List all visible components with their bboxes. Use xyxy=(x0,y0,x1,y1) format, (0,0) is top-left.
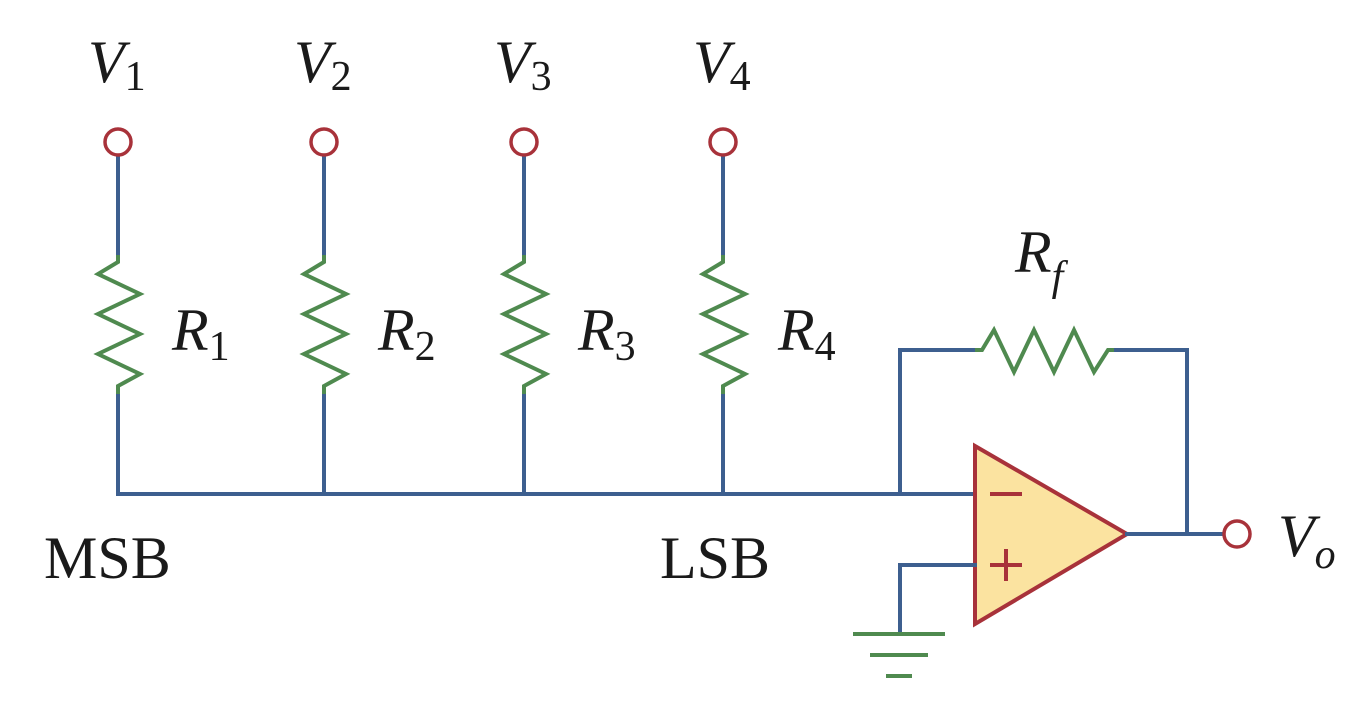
input-branch-1: V1 R1 xyxy=(88,29,230,496)
resistor-r4 xyxy=(698,255,750,396)
label-v1: V1 xyxy=(88,29,146,100)
label-vo: Vo xyxy=(1278,503,1336,578)
label-r4: R4 xyxy=(777,297,836,370)
input-branch-2: V2 R2 xyxy=(294,29,436,496)
resistor-r3 xyxy=(499,255,551,396)
label-v2: V2 xyxy=(294,29,352,100)
label-rf: Rf xyxy=(1014,219,1069,300)
resistor-r1 xyxy=(93,255,145,396)
terminal-v4 xyxy=(708,127,738,157)
resistor-r2 xyxy=(299,255,351,396)
terminal-vo xyxy=(1222,519,1252,549)
input-branch-4: V4 R4 xyxy=(693,29,836,496)
label-r1: R1 xyxy=(171,297,230,370)
terminal-v2 xyxy=(309,127,339,157)
lsb-label: LSB xyxy=(660,525,770,591)
resistor-rf xyxy=(975,325,1116,377)
terminal-v3 xyxy=(509,127,539,157)
label-v3: V3 xyxy=(494,29,552,100)
label-v4: V4 xyxy=(693,29,751,100)
label-r2: R2 xyxy=(377,297,436,370)
non-inverting-input-sign xyxy=(990,549,1022,581)
terminal-v1 xyxy=(103,127,133,157)
ground-symbol xyxy=(853,563,977,678)
op-amp xyxy=(973,442,1131,628)
msb-label: MSB xyxy=(44,525,171,591)
input-branch-3: V3 R3 xyxy=(494,29,636,496)
label-r3: R3 xyxy=(577,297,636,370)
